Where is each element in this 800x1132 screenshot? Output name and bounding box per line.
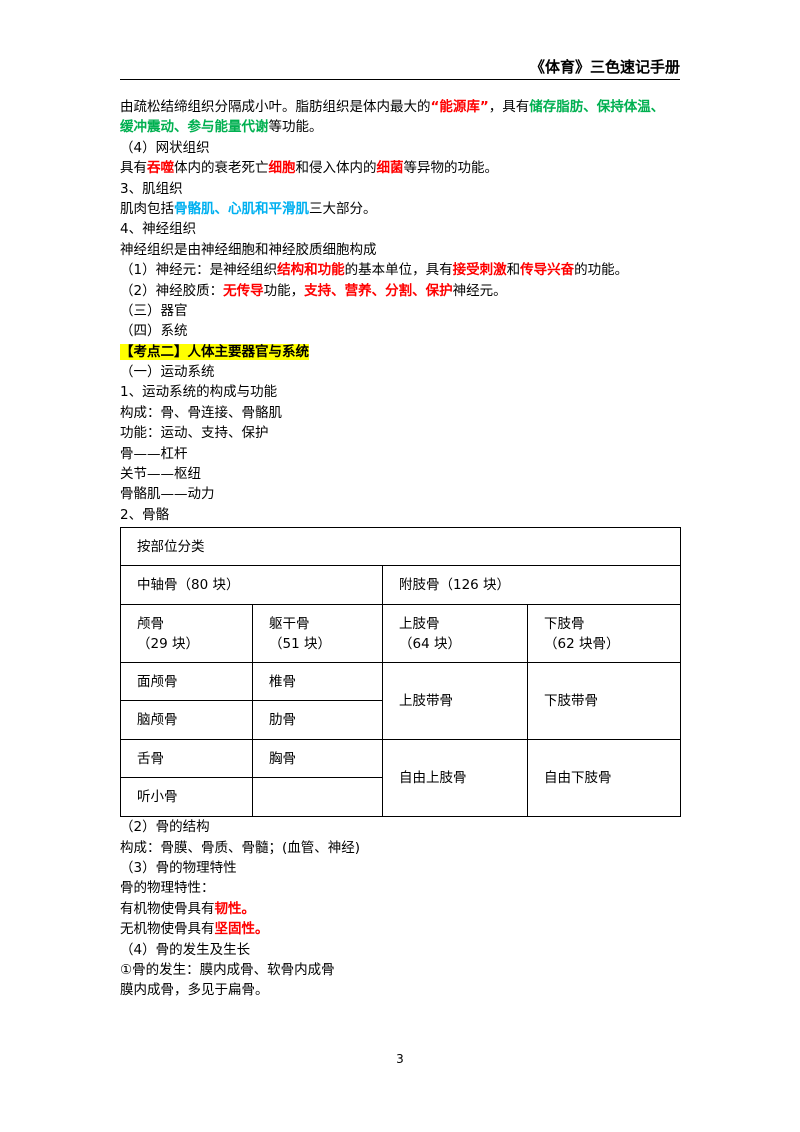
- bone-structure-heading: （2）骨的结构: [120, 819, 210, 836]
- trunk-cell: 躯干骨 （51 块）: [252, 604, 383, 664]
- running-header: 《体育》三色速记手册: [529, 58, 680, 76]
- keyword-energy-store: “能源库”: [430, 99, 489, 115]
- reticular-paragraph: 具有吞噬体内的衰老死亡细胞和侵入体内的细菌等异物的功能。: [120, 158, 685, 178]
- bone-physical-label: 骨的物理特性：: [120, 880, 215, 897]
- keyword-adipose-functions: 储存脂肪、保持体温、: [529, 99, 665, 115]
- nerve-heading: 4、神经组织: [120, 221, 197, 238]
- adipose-paragraph-line2: 缓冲震动、参与能量代谢等功能。: [120, 117, 685, 137]
- text-run: 等功能。: [268, 119, 323, 136]
- bone-classification-table: 按部位分类 中轴骨（80 块） 附肢骨（126 块） 颅骨 （29 块） 躯干骨 （…: [120, 527, 681, 818]
- cell-count: （51 块）: [269, 635, 331, 652]
- text-run: （2）神经胶质：: [120, 282, 224, 299]
- inorganic-line: 无机物使骨具有坚固性。: [120, 919, 685, 939]
- bone-lever: 骨——杠杆: [120, 445, 188, 462]
- keyword-cells: 细胞: [268, 160, 296, 177]
- brain-bone-cell: 脑颅骨: [120, 700, 253, 741]
- empty-cell: [252, 777, 383, 818]
- vertebra-cell: 椎骨: [252, 662, 383, 702]
- keyword-conduct-excitation: 传导兴奋: [520, 262, 575, 279]
- lower-limb-cell: 下肢骨 （62 块骨）: [527, 604, 681, 664]
- rib-cell: 肋骨: [252, 700, 383, 741]
- page-number: 3: [396, 1052, 404, 1066]
- keyword-bacteria: 细菌: [376, 160, 404, 177]
- organ-heading: （三）器官: [120, 302, 188, 319]
- bone-physical-heading: （3）骨的物理特性: [120, 859, 237, 876]
- text-run: 和: [506, 262, 521, 279]
- exam-point-label: 【考点二】人体主要器官与系统: [120, 343, 309, 360]
- table-header-cell: 按部位分类: [120, 527, 681, 567]
- bone-growth-heading: （4）骨的发生及生长: [120, 941, 251, 958]
- text-run: 神经元。: [452, 282, 507, 299]
- page-content: 由疏松结缔组织分隔成小叶。脂肪组织是体内最大的“能源库”，具有储存脂肪、保持体温…: [120, 97, 685, 1001]
- cell-count: （64 块）: [399, 635, 461, 652]
- text-run: （1）神经元：是神经组织: [120, 262, 278, 279]
- neuron-line: （1）神经元：是神经组织结构和功能的基本单位，具有接受刺激和传导兴奋的功能。: [120, 260, 685, 280]
- glia-line: （2）神经胶质：无传导功能，支持、营养、分割、保护神经元。: [120, 281, 685, 301]
- lower-girdle-cell: 下肢带骨: [527, 662, 681, 741]
- free-lower-limb-cell: 自由下肢骨: [527, 739, 681, 818]
- ossicle-cell: 听小骨: [120, 777, 253, 818]
- appendicular-bone-cell: 附肢骨（126 块）: [382, 565, 681, 606]
- keyword-firmness: 坚固性。: [214, 921, 269, 938]
- hyoid-cell: 舌骨: [120, 739, 253, 779]
- motor-function: 功能：运动、支持、保护: [120, 425, 269, 442]
- bone-origin-line: ①骨的发生：膜内成骨、软骨内成骨: [120, 961, 335, 978]
- cell-text: 下肢骨: [544, 615, 585, 632]
- upper-girdle-cell: 上肢带骨: [382, 662, 528, 741]
- reticular-heading: （4）网状组织: [120, 139, 210, 156]
- system-heading: （四）系统: [120, 323, 188, 340]
- keyword-structure-function: 结构和功能: [277, 262, 345, 279]
- skeleton-heading: 2、骨骼: [120, 506, 170, 523]
- free-upper-limb-cell: 自由上肢骨: [382, 739, 528, 818]
- text-run: 由疏松结缔组织分隔成小叶。脂肪组织是体内最大的: [120, 99, 431, 115]
- upper-limb-cell: 上肢骨 （64 块）: [382, 604, 528, 664]
- keyword-glia-functions: 支持、营养、分割、保护: [304, 282, 453, 299]
- text-run: 体内的衰老死亡: [174, 160, 269, 177]
- facial-bone-cell: 面颅骨: [120, 662, 253, 702]
- sternum-cell: 胸骨: [252, 739, 383, 779]
- text-run: 的基本单位，具有: [344, 262, 453, 279]
- text-run: 有机物使骨具有: [120, 900, 215, 917]
- skull-cell: 颅骨 （29 块）: [120, 604, 253, 664]
- keyword-muscle-types: 骨骼肌、心肌和平滑肌: [174, 200, 309, 217]
- text-run: 三大部分。: [309, 200, 377, 217]
- cell-text: 颅骨: [137, 615, 164, 632]
- bone-structure-composition: 构成：骨膜、骨质、骨髓；(血管、神经): [120, 839, 361, 856]
- keyword-phagocytosis: 吞噬: [147, 160, 174, 177]
- adipose-paragraph-line1: 由疏松结缔组织分隔成小叶。脂肪组织是体内最大的“能源库”，具有储存脂肪、保持体温…: [120, 97, 685, 117]
- text-run: 具有: [120, 160, 147, 177]
- text-run: 功能，: [263, 282, 305, 299]
- cell-count: （62 块骨）: [544, 635, 620, 652]
- text-run: 和侵入体内的: [295, 160, 377, 177]
- motor-composition: 构成：骨、骨连接、骨骼肌: [120, 404, 282, 421]
- keyword-receive-stimulus: 接受刺激: [452, 262, 507, 279]
- keyword-adipose-functions-cont: 缓冲震动、参与能量代谢: [120, 119, 269, 136]
- text-run: 肌肉包括: [120, 200, 174, 217]
- membrane-ossification-line: 膜内成骨，多见于扁骨。: [120, 982, 269, 999]
- text-run: 的功能。: [574, 262, 629, 279]
- muscle-paragraph: 肌肉包括骨骼肌、心肌和平滑肌三大部分。: [120, 199, 685, 219]
- nerve-intro: 神经组织是由神经细胞和神经胶质细胞构成: [120, 241, 377, 258]
- cell-text: 躯干骨: [269, 615, 310, 632]
- muscle-power: 骨骼肌——动力: [120, 486, 215, 503]
- motor-system-heading: （一）运动系统: [120, 364, 215, 381]
- keyword-no-conduction: 无传导: [223, 282, 264, 299]
- keyword-toughness: 韧性。: [214, 900, 256, 917]
- motor-sub1: 1、运动系统的构成与功能: [120, 384, 278, 401]
- muscle-heading: 3、肌组织: [120, 180, 183, 197]
- header-rule: [120, 79, 680, 80]
- cell-text: 上肢骨: [399, 615, 440, 632]
- text-run: ，具有: [488, 99, 530, 115]
- text-run: 等异物的功能。: [403, 160, 499, 177]
- axial-bone-cell: 中轴骨（80 块）: [120, 565, 383, 606]
- text-run: 无机物使骨具有: [120, 921, 215, 938]
- exam-point-heading: 【考点二】人体主要器官与系统: [120, 342, 685, 362]
- joint-pivot: 关节——枢纽: [120, 466, 201, 483]
- cell-count: （29 块）: [137, 635, 199, 652]
- organic-line: 有机物使骨具有韧性。: [120, 899, 685, 919]
